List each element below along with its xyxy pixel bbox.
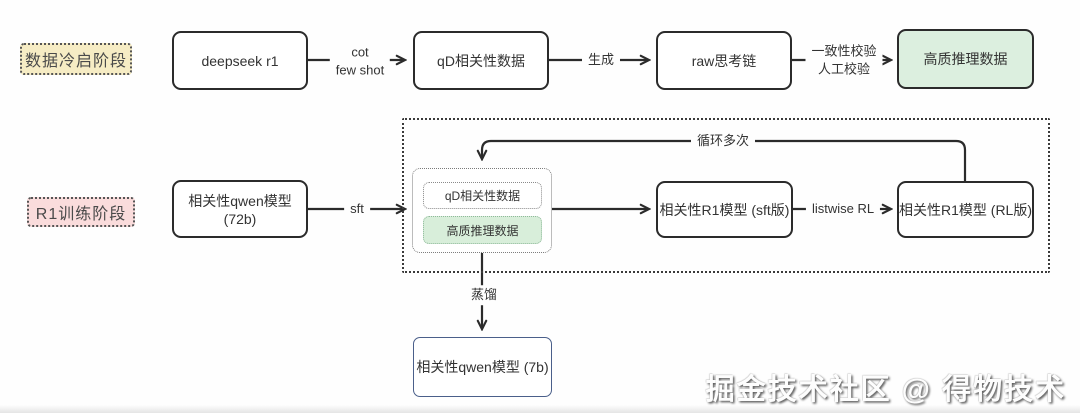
edge-label-generate: 生成 <box>581 50 621 70</box>
node-deepseek-r1: deepseek r1 <box>172 31 308 90</box>
node-qd-relevance-data: qD相关性数据 <box>413 31 549 90</box>
edge-label-cot-line2: few shot <box>335 62 385 77</box>
edge-label-cot-fewshot: cot few shot <box>329 42 391 80</box>
node-raw-cot-chain: raw思考链 <box>656 31 792 90</box>
edge-label-loop: 循环多次 <box>690 131 756 151</box>
node-hq-reasoning-data: 高质推理数据 <box>897 29 1034 89</box>
edge-label-cot-line1: cot <box>351 44 369 60</box>
edge-label-listwise-rl: listwise RL <box>805 199 881 219</box>
stage-badge-training: R1训练阶段 <box>27 197 135 227</box>
training-loop-container <box>402 118 1050 273</box>
node-r1-model-sft: 相关性R1模型 (sft版) <box>656 181 793 238</box>
node-r1-model-rl: 相关性R1模型 (RL版) <box>897 181 1034 238</box>
subnode-qd-relevance-data: qD相关性数据 <box>423 182 542 209</box>
watermark-text: 掘金技术社区 @ 得物技术 <box>705 374 1066 406</box>
edge-label-consistency-check: 一致性校验 人工校验 <box>805 41 883 79</box>
edge-label-sft: sft <box>344 199 370 219</box>
node-qwen-7b: 相关性qwen模型 (7b) <box>413 337 552 397</box>
node-qwen-72b: 相关性qwen模型 (72b) <box>172 180 308 238</box>
edge-label-check-line1: 一致性校验 <box>811 43 877 59</box>
edge-label-check-line2: 人工校验 <box>817 61 871 76</box>
stage-badge-cold-start: 数据冷启阶段 <box>20 43 132 75</box>
edge-label-distill: 蒸馏 <box>464 285 504 305</box>
subnode-hq-reasoning-data: 高质推理数据 <box>423 216 542 244</box>
